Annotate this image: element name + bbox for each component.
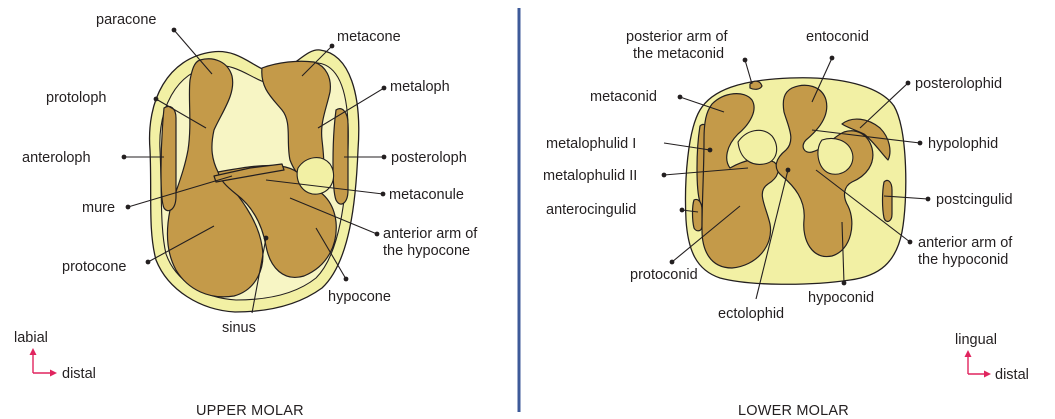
- label-distal-upper: distal: [62, 366, 96, 382]
- label-protoloph: protoloph: [46, 90, 106, 106]
- label-posterior-arm-metaconid-1: posterior arm of: [626, 29, 729, 45]
- upper-orientation-indicator: labial distal: [14, 330, 96, 382]
- lower-molar-title: LOWER MOLAR: [738, 403, 849, 419]
- label-posteroloph: posteroloph: [391, 150, 467, 166]
- label-metalophulid-2: metalophulid II: [543, 168, 637, 184]
- label-metaloph: metaloph: [390, 79, 450, 95]
- label-posterior-arm-metaconid-2: the metaconid: [633, 46, 724, 62]
- label-mure: mure: [82, 200, 115, 216]
- label-metacone: metacone: [337, 29, 401, 45]
- label-hypoconid: hypoconid: [808, 290, 874, 306]
- label-anterior-arm-hypoconid-1: anterior arm of: [918, 235, 1013, 251]
- upper-molar-fossette: [297, 158, 333, 195]
- label-sinus: sinus: [222, 320, 256, 336]
- label-postcingulid: postcingulid: [936, 192, 1013, 208]
- label-anterior-arm-hypocone-1: anterior arm of: [383, 226, 478, 242]
- lower-molar-postcingulid-strip: [883, 180, 893, 221]
- label-protoconid: protoconid: [630, 267, 698, 283]
- lower-molar-figure: [686, 78, 906, 285]
- label-posterolophid: posterolophid: [915, 76, 1002, 92]
- label-hypolophid: hypolophid: [928, 136, 998, 152]
- label-lingual: lingual: [955, 332, 997, 348]
- label-labial: labial: [14, 330, 48, 346]
- label-ectolophid: ectolophid: [718, 306, 784, 322]
- label-anterior-arm-hypocone-2: the hypocone: [383, 243, 470, 259]
- label-paracone: paracone: [96, 12, 156, 28]
- upper-molar-title: UPPER MOLAR: [196, 403, 304, 419]
- lower-orientation-indicator: lingual distal: [955, 332, 1029, 383]
- label-anterior-arm-hypoconid-2: the hypoconid: [918, 252, 1008, 268]
- label-metaconid: metaconid: [590, 89, 657, 105]
- upper-molar-figure: [150, 50, 359, 312]
- label-protocone: protocone: [62, 259, 127, 275]
- label-distal-lower: distal: [995, 367, 1029, 383]
- label-anterocingulid: anterocingulid: [546, 202, 636, 218]
- label-hypocone: hypocone: [328, 289, 391, 305]
- label-entoconid: entoconid: [806, 29, 869, 45]
- label-metalophulid-1: metalophulid I: [546, 136, 636, 152]
- lower-molar-anterocingulid-strip: [693, 199, 703, 230]
- label-metaconule: metaconule: [389, 187, 464, 203]
- label-anteroloph: anteroloph: [22, 150, 91, 166]
